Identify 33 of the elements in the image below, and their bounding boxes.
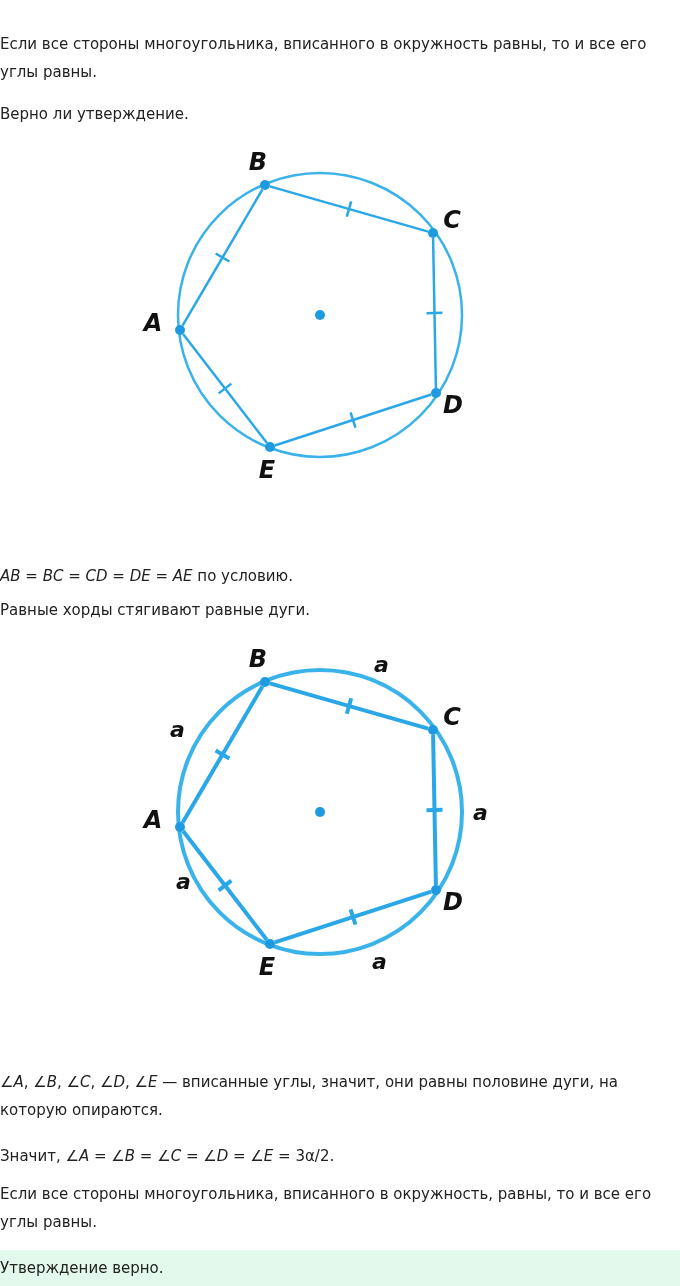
inscribed-angles-text: ∠A, ∠B, ∠C, ∠D, ∠E — вписанные углы, значит, они равны половине дуги, на которую опираются. (0, 1072, 619, 1121)
polygon-side (182, 333, 268, 444)
arc-label: a (372, 950, 387, 974)
vertex-label: C (442, 704, 462, 730)
vertex-label: E (257, 954, 277, 980)
answer-banner: Утверждение верно. (0, 1250, 680, 1286)
vertex-label: B (247, 646, 269, 672)
vertex-label: D (442, 392, 464, 418)
polygon-side (181, 829, 269, 942)
vertex-label: C (442, 207, 462, 233)
polygon-side (269, 185, 429, 233)
polygon-side (180, 685, 265, 824)
equality-text: AB = BC = CD = DE = AE по условию. (0, 566, 294, 587)
statement-text: Если все стороны многоугольника, вписанного в окружность равны, то и все его углы равны. (0, 34, 648, 83)
arc-label: a (176, 870, 191, 894)
vertex-label: D (442, 889, 464, 915)
arc-label: a (170, 718, 185, 742)
polygon-side (426, 237, 443, 389)
polygon-side (274, 393, 432, 447)
vertex-label: E (257, 457, 277, 483)
polygon-side (274, 889, 432, 945)
polygon-side (426, 734, 443, 886)
arc-label: a (473, 801, 488, 825)
vertex-label: A (142, 310, 164, 336)
arc-label: a (374, 653, 389, 677)
chords-text: Равные хорды стягивают равные дуги. (0, 600, 311, 621)
question-text: Верно ли утверждение. (0, 104, 190, 125)
polygon-side (269, 681, 429, 731)
polygon-side (181, 188, 264, 327)
vertex-label: A (142, 807, 164, 833)
statement-text: Если все стороны многоугольника, вписанного в окружность, равны, то и все его углы равны. (0, 1184, 653, 1233)
conclusion-formula: Значит, ∠A = ∠B = ∠C = ∠D = ∠E = 3α/2. (0, 1146, 336, 1167)
vertex-label: B (247, 149, 269, 175)
